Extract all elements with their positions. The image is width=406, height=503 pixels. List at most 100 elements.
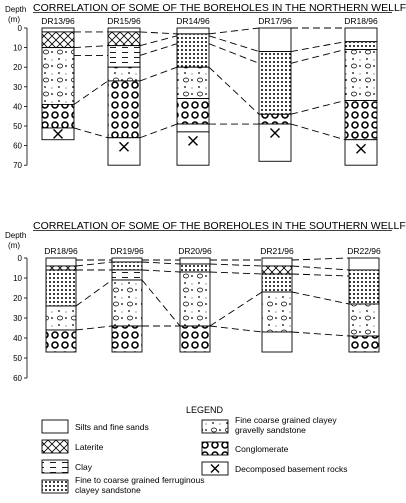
south-axis-tick-label: 40 — [13, 334, 22, 343]
south-axis-tick-label: 50 — [13, 354, 22, 363]
borehole-label: DR18/96 — [44, 246, 78, 256]
layer-silts — [45, 257, 77, 267]
layer-clay — [111, 269, 143, 281]
south-axis-tick-label: 10 — [13, 274, 22, 283]
correlation-line — [141, 279, 181, 327]
basement-x-icon — [119, 141, 129, 152]
layer-conglomerate — [258, 113, 292, 125]
legend-swatch-gravelly — [201, 419, 229, 434]
legend-swatch-silts — [41, 419, 69, 434]
correlation-line — [291, 273, 350, 277]
correlation-line — [290, 100, 346, 115]
south-axis-tick-label: 0 — [18, 254, 23, 263]
correlation-line — [75, 261, 113, 267]
layer-gravelly — [107, 66, 141, 82]
north-axis-tick-label: 50 — [13, 122, 22, 131]
basement-x-icon — [188, 135, 198, 146]
correlation-line — [291, 257, 350, 261]
layer-gravelly — [344, 49, 378, 101]
layer-gravelly — [45, 305, 77, 331]
layer-silts — [261, 257, 293, 267]
south-axis-unit: (m) — [8, 241, 20, 250]
layer-gravelly — [111, 279, 143, 327]
layer-ferruginous — [261, 273, 293, 293]
layer-conglomerate — [111, 325, 143, 353]
correlation-line — [139, 66, 178, 82]
layer-silts — [348, 257, 380, 271]
borehole-label: DR15/96 — [107, 16, 141, 26]
layer-laterite — [41, 31, 75, 49]
correlation-line — [73, 45, 109, 49]
layer-conglomerate — [107, 80, 141, 139]
legend-label: gravelly sandstone — [235, 425, 306, 435]
basement-x-icon — [356, 143, 366, 154]
borehole-label: DR22/96 — [347, 246, 381, 256]
layer-ferruginous — [344, 41, 378, 51]
correlation-line — [73, 127, 109, 139]
legend-label: Fine to coarse grained ferruginous — [75, 475, 204, 485]
correlation-line — [290, 49, 346, 64]
legend-label: Clay — [75, 462, 93, 472]
correlation-line — [290, 41, 346, 52]
layer-silts — [107, 27, 141, 33]
correlation-line — [208, 66, 260, 115]
layer-silts — [176, 27, 210, 35]
layer-silts — [258, 27, 292, 52]
correlation-line — [291, 331, 350, 337]
legend-label: Silts and fine sands — [75, 422, 149, 432]
correlation-line — [139, 31, 178, 35]
correlation-line — [209, 325, 263, 333]
correlation-line — [73, 80, 109, 105]
layer-ferruginous — [45, 269, 77, 307]
correlation-line — [75, 279, 113, 307]
legend-swatch-ferruginous — [41, 479, 69, 494]
correlation-line — [139, 123, 178, 139]
layer-ferruginous — [111, 261, 143, 271]
layer-ferruginous — [179, 263, 211, 273]
correlation-line — [290, 123, 346, 141]
correlation-line — [75, 325, 113, 331]
south-section-title: CORRELATION OF SOME OF THE BOREHOLES IN … — [33, 220, 406, 232]
layer-basement — [107, 137, 141, 166]
correlation-line — [139, 43, 178, 56]
borehole-label: DR20/96 — [178, 246, 212, 256]
north-axis-tick-label: 0 — [18, 24, 23, 33]
layer-basement — [344, 139, 378, 166]
borehole-label: DR13/96 — [41, 16, 75, 26]
legend-label: Fine coarse grained clayey — [235, 415, 337, 425]
north-axis-tick-label: 10 — [13, 44, 22, 53]
correlation-line — [291, 265, 350, 271]
legend-title: LEGEND — [186, 405, 224, 415]
layer-ferruginous — [348, 269, 380, 305]
north-axis-tick-label: 70 — [13, 161, 22, 170]
layer-laterite — [107, 31, 141, 47]
north-axis-tick-label: 30 — [13, 83, 22, 92]
layer-silts — [41, 27, 75, 33]
borehole-label: DR14/96 — [176, 16, 210, 26]
north-axis-tick-label: 40 — [13, 102, 22, 111]
correlation-line — [139, 35, 178, 47]
south-axis-tick-label: 30 — [13, 314, 22, 323]
north-axis-tick-label: 60 — [13, 142, 22, 151]
layer-ferruginous — [176, 33, 210, 68]
correlation-line — [291, 291, 350, 305]
layer-conglomerate — [179, 325, 211, 353]
correlation-line — [141, 261, 181, 265]
legend-swatch-conglomerate — [201, 441, 229, 456]
layer-silts — [176, 123, 210, 133]
south-axis-label: Depth — [5, 231, 26, 240]
legend-swatch-laterite — [41, 439, 69, 454]
layer-silts — [261, 331, 293, 353]
south-axis-tick-label: 60 — [13, 374, 22, 383]
correlation-line — [208, 27, 260, 35]
layer-clay — [107, 45, 141, 68]
north-axis-unit: (m) — [8, 15, 20, 24]
layer-gravelly — [348, 303, 380, 337]
layer-basement — [258, 123, 292, 162]
borehole-label: DR18/96 — [344, 16, 378, 26]
layer-basement — [176, 131, 210, 166]
layer-silts — [111, 257, 143, 263]
